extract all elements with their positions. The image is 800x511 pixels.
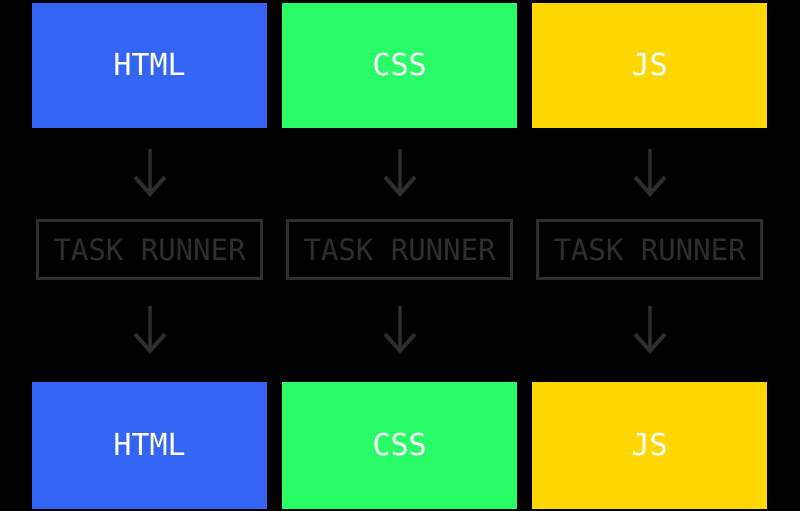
pipeline-column-html: HTML TASK RUNNER HTML (32, 3, 267, 509)
arrow-zone-output (133, 280, 167, 382)
arrow-head (633, 175, 666, 197)
arrow-zone-output (383, 280, 417, 382)
output-box-js: JS (532, 382, 767, 509)
arrow-down-icon (383, 306, 416, 355)
source-box-js: JS (532, 3, 767, 128)
task-runner-label: TASK RUNNER (553, 232, 746, 267)
arrow-down-icon (133, 306, 166, 355)
arrow-head (133, 175, 166, 197)
source-box-label: HTML (113, 48, 186, 83)
pipeline-column-js: JS TASK RUNNER JS (532, 3, 767, 509)
task-runner-label: TASK RUNNER (53, 232, 246, 267)
arrow-down-icon (133, 148, 166, 197)
output-box-css: CSS (282, 382, 517, 509)
source-box-label: JS (631, 48, 668, 83)
arrow-down-icon (633, 306, 666, 355)
source-box-label: CSS (372, 48, 427, 83)
arrow-head (633, 332, 666, 355)
arrow-zone-input (383, 128, 417, 219)
output-box-label: CSS (372, 428, 427, 463)
task-runner-box-html: TASK RUNNER (36, 219, 263, 280)
pipeline-column-css: CSS TASK RUNNER CSS (282, 3, 517, 509)
output-box-label: JS (631, 428, 668, 463)
arrow-zone-input (633, 128, 667, 219)
arrow-down-icon (633, 148, 666, 197)
arrow-head (133, 332, 166, 355)
task-runner-box-js: TASK RUNNER (536, 219, 763, 280)
source-box-html: HTML (32, 3, 267, 128)
arrow-down-icon (383, 148, 416, 197)
arrow-head (383, 175, 416, 197)
arrow-head (383, 332, 416, 355)
output-box-label: HTML (113, 428, 186, 463)
task-runner-box-css: TASK RUNNER (286, 219, 513, 280)
task-runner-label: TASK RUNNER (303, 232, 496, 267)
source-box-css: CSS (282, 3, 517, 128)
output-box-html: HTML (32, 382, 267, 509)
arrow-zone-output (633, 280, 667, 382)
arrow-zone-input (133, 128, 167, 219)
